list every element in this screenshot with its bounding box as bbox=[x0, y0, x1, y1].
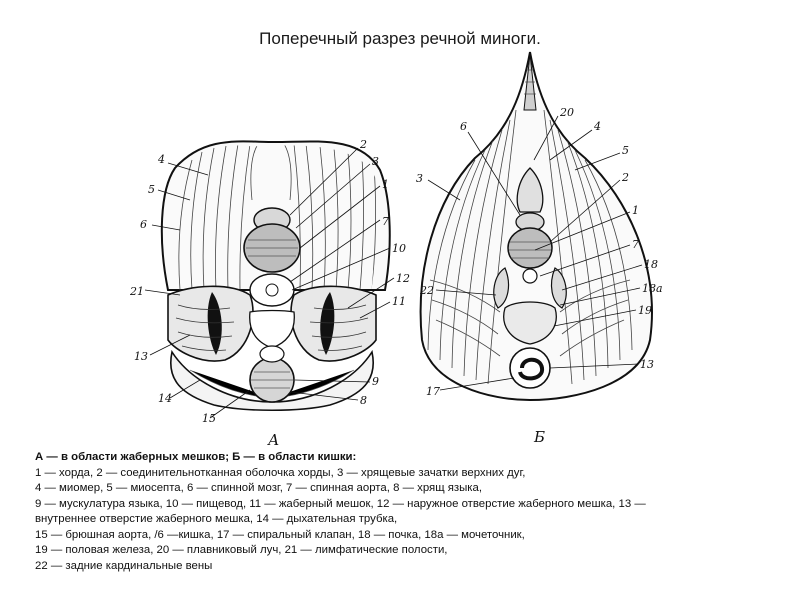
caption-a: А bbox=[267, 431, 279, 449]
label-a-21: 21 bbox=[130, 285, 144, 298]
legend-line: 19 — половая железа, 20 — плавниковый лу… bbox=[35, 544, 448, 556]
label-a-14: 14 bbox=[158, 392, 172, 405]
label-b-4: 4 bbox=[593, 120, 601, 133]
caption-b: Б bbox=[533, 428, 545, 446]
myomere-lines-b bbox=[427, 109, 633, 385]
section-a: 2 3 4 5 6 1 7 10 12 21 11 13 9 14 15 8 А bbox=[129, 138, 410, 449]
label-a-4: 4 bbox=[157, 153, 165, 166]
gill-filaments-dark bbox=[207, 292, 335, 355]
lamprey-cross-section-figure: 2 3 4 5 6 1 7 10 12 21 11 13 9 14 15 8 А bbox=[129, 50, 690, 450]
label-b-2: 2 bbox=[621, 171, 629, 184]
legend-line: 15 — брюшная аорта, /6 —кишка, 17 — спир… bbox=[35, 528, 525, 541]
label-a-15: 15 bbox=[202, 412, 216, 425]
legend-heading: А — в области жаберных мешков; Б — в обл… bbox=[35, 451, 357, 463]
legend-line: 9 — мускулатура языка, 10 — пищевод, 11 … bbox=[35, 497, 646, 510]
label-a-8: 8 bbox=[360, 394, 367, 407]
label-b-18: 18 bbox=[644, 258, 658, 271]
label-b-22: 22 bbox=[419, 284, 434, 297]
label-a-9: 9 bbox=[372, 375, 379, 388]
section-b: 20 4 6 5 3 2 1 7 18 22 18а 19 13 17 Б bbox=[416, 51, 663, 446]
label-a-7: 7 bbox=[382, 215, 389, 228]
label-b-19: 19 bbox=[638, 304, 652, 317]
myomere-lines-a bbox=[178, 143, 376, 291]
label-b-13: 13 bbox=[640, 358, 654, 371]
label-b-18a: 18а bbox=[642, 282, 663, 295]
label-a-13: 13 bbox=[134, 350, 148, 363]
leader-lines-a bbox=[144, 147, 395, 419]
leader-lines-b bbox=[427, 115, 643, 391]
label-a-6: 6 bbox=[140, 218, 147, 231]
label-b-3: 3 bbox=[416, 172, 423, 185]
figure-legend: А — в области жаберных мешков; Б — в обл… bbox=[35, 450, 775, 574]
label-b-7: 7 bbox=[632, 238, 639, 251]
labels-a: 2 3 4 5 6 1 7 10 12 21 11 13 9 14 15 8 bbox=[129, 138, 410, 425]
label-a-10: 10 bbox=[392, 242, 406, 255]
label-a-2: 2 bbox=[359, 138, 367, 151]
label-b-20: 20 bbox=[559, 106, 574, 119]
gonad-b bbox=[503, 301, 557, 345]
legend-line: 1 — хорда, 2 — соединительнотканная обол… bbox=[35, 466, 526, 479]
legend-line: 4 — миомер, 5 — миосепта, 6 — спинной мо… bbox=[35, 482, 483, 494]
label-a-12: 12 bbox=[396, 272, 410, 285]
legend-line: внутреннее отверстие жаберного мешка, 14… bbox=[35, 513, 398, 525]
label-b-1: 1 bbox=[632, 204, 639, 217]
label-b-17: 17 bbox=[426, 385, 440, 398]
kidney-right bbox=[550, 267, 567, 309]
label-b-6: 6 bbox=[460, 120, 467, 133]
notochord-b bbox=[507, 227, 553, 269]
oesophagus-a bbox=[249, 273, 295, 307]
label-a-1: 1 bbox=[382, 178, 389, 191]
label-a-5: 5 bbox=[148, 183, 155, 196]
labels-b: 20 4 6 5 3 2 1 7 18 22 18а 19 13 17 bbox=[416, 106, 663, 398]
kidney-left bbox=[493, 267, 510, 309]
label-a-3: 3 bbox=[372, 155, 379, 168]
legend-line: 22 — задние кардинальные вены bbox=[35, 559, 213, 572]
label-a-11: 11 bbox=[392, 295, 406, 308]
spiral-valve-b bbox=[518, 357, 545, 381]
figure-svg: 2 3 4 5 6 1 7 10 12 21 11 13 9 14 15 8 А bbox=[129, 51, 663, 449]
label-b-5: 5 bbox=[622, 144, 629, 157]
page-title: Поперечный разрез речной миноги. bbox=[259, 29, 541, 48]
